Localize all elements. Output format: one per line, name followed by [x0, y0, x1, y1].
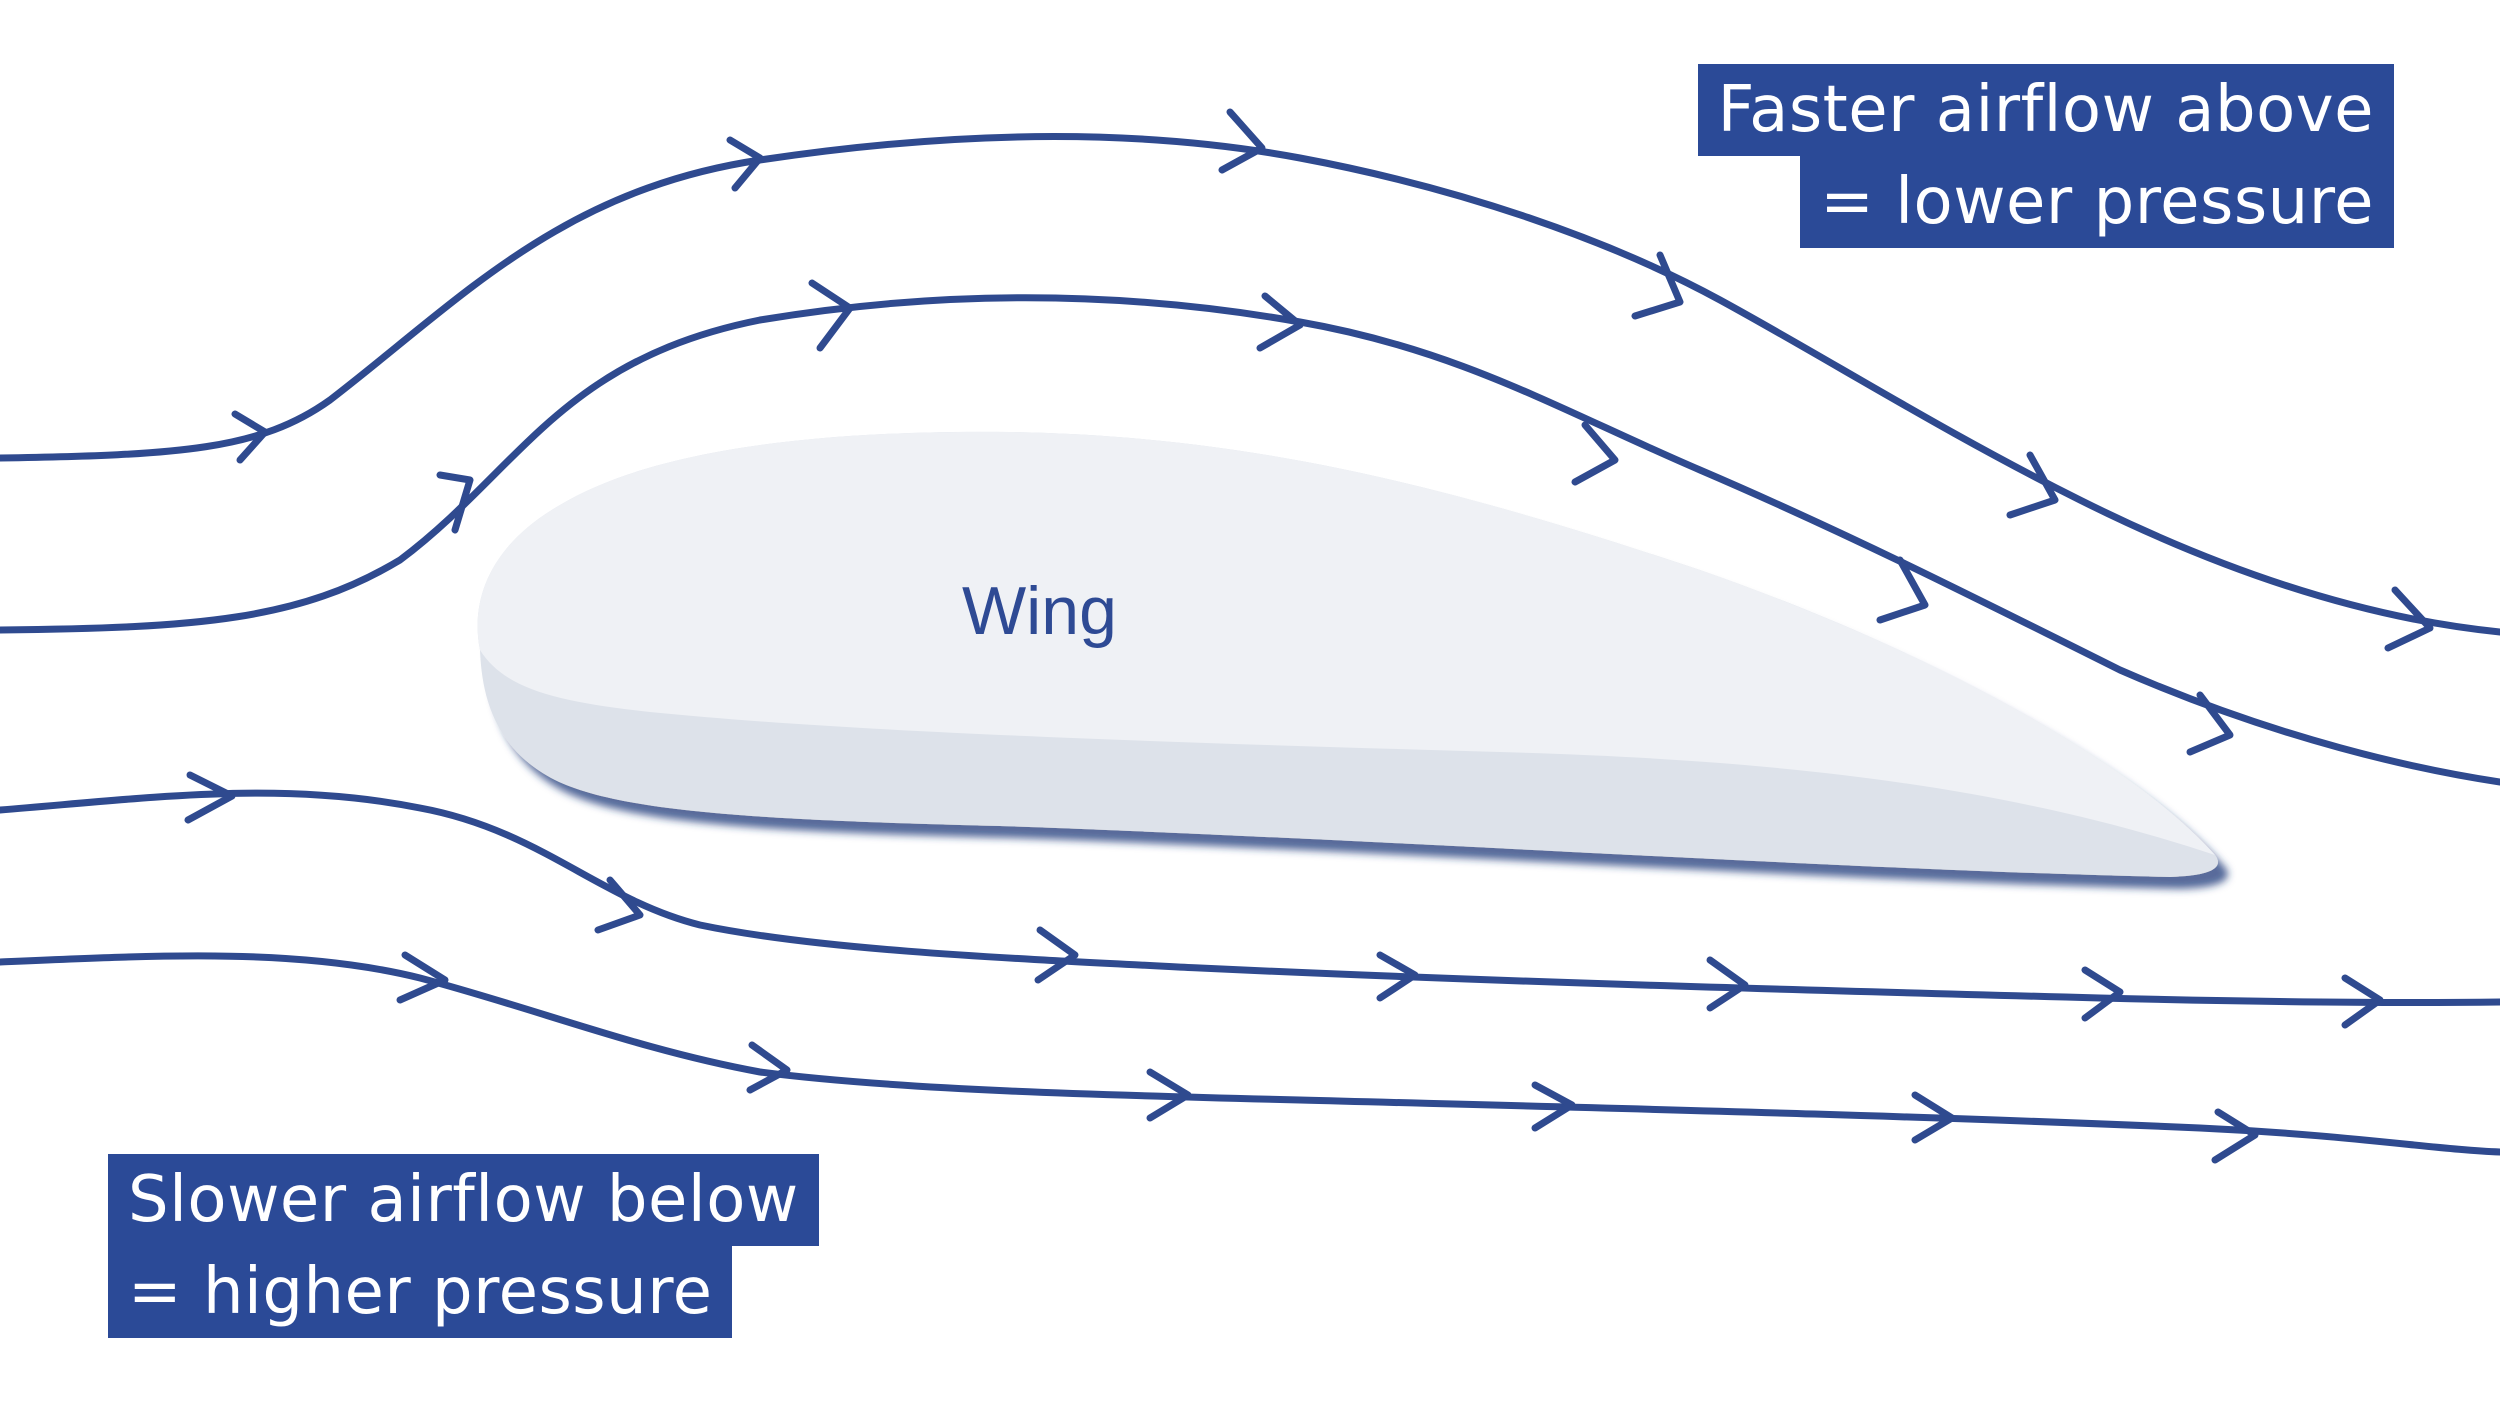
arrowhead: [1218, 108, 1266, 174]
arrowhead: [436, 471, 474, 534]
arrowheads-below: [184, 771, 2384, 1164]
arrowhead: [2186, 691, 2234, 756]
arrowhead: [1631, 251, 1684, 320]
arrowhead: [1146, 1068, 1192, 1122]
arrowhead: [184, 771, 236, 824]
streamlines-below: [0, 771, 2500, 1164]
arrowhead: [2211, 1108, 2259, 1164]
arrowhead: [1911, 1091, 1956, 1144]
callout-top-line-2: = lower pressure: [1800, 156, 2394, 248]
wing-upper-surface: [477, 431, 2215, 855]
arrowheads-above: [231, 108, 2434, 756]
arrowhead: [2341, 974, 2384, 1029]
streamline-top-2: [0, 294, 2500, 786]
streamline-bottom-1: [0, 789, 2500, 1007]
arrowhead: [1376, 951, 1419, 1002]
callout-faster-airflow: Faster airflow above = lower pressure: [1697, 64, 2394, 248]
arrowhead: [594, 876, 644, 934]
wing-label: Wing: [962, 573, 1117, 649]
arrowhead: [726, 136, 764, 192]
arrowhead: [2006, 451, 2059, 519]
wing: Wing: [477, 431, 2218, 877]
arrowhead: [808, 279, 854, 352]
arrowhead: [746, 1041, 791, 1094]
arrowhead: [1256, 292, 1304, 352]
streamline-top-1: [0, 133, 2500, 636]
callout-slower-airflow: Slower airflow below = higher pressure: [108, 1154, 819, 1338]
callout-bottom-line-1: Slower airflow below: [108, 1154, 819, 1246]
arrowhead: [1034, 926, 1079, 984]
arrowhead: [1706, 956, 1749, 1012]
arrowhead: [1531, 1081, 1576, 1132]
arrowhead: [2081, 966, 2124, 1022]
callout-top-line-1: Faster airflow above: [1697, 64, 2394, 156]
callout-bottom-line-2: = higher pressure: [108, 1246, 733, 1338]
streamlines-above: [0, 108, 2500, 786]
streamline-bottom-2: [0, 952, 2500, 1156]
arrowhead: [1571, 421, 1619, 486]
arrowhead: [1876, 556, 1929, 624]
arrowhead: [396, 951, 449, 1004]
arrowhead: [2384, 586, 2434, 652]
arrowhead: [231, 410, 269, 464]
